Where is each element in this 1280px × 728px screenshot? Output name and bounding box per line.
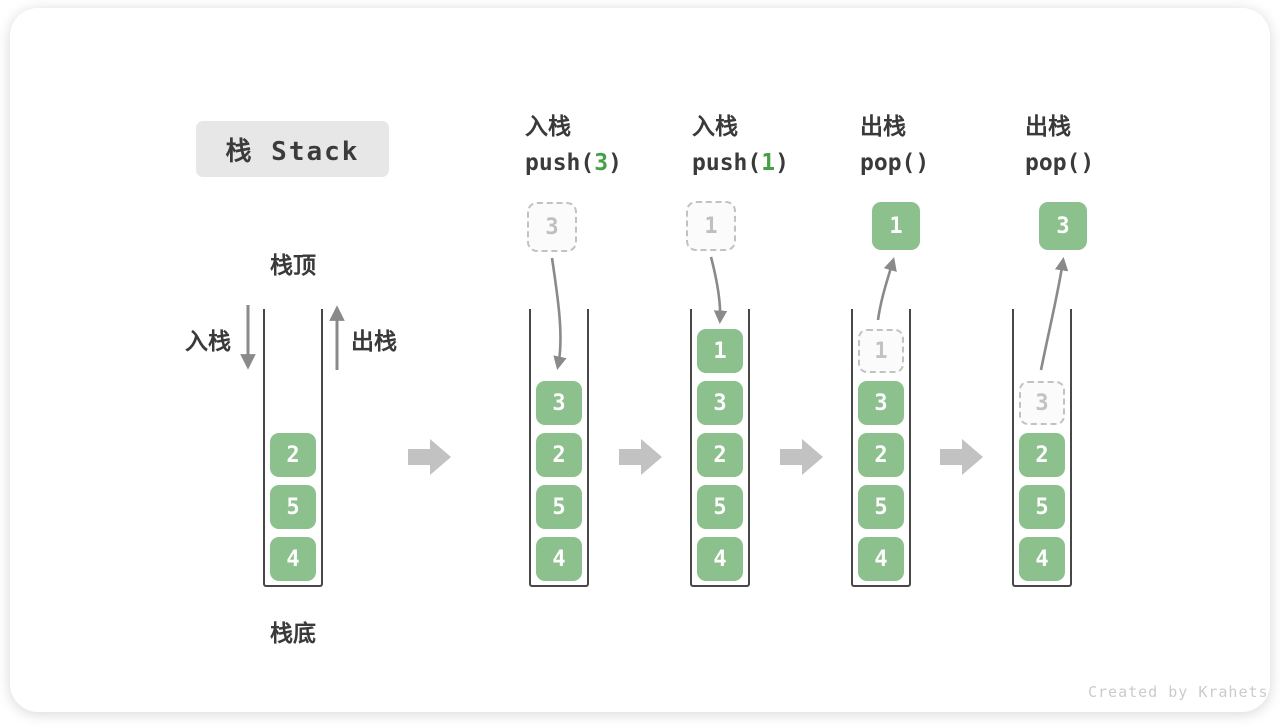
op-code-suffix: )	[608, 150, 622, 176]
step-arrow-icon	[408, 439, 451, 475]
stack-cell: 1	[697, 329, 743, 373]
op-code-suffix: )	[775, 150, 789, 176]
stack-after-pop-3: 3 2 5 4	[1012, 309, 1072, 587]
stack-cell-ghost: 3	[1019, 381, 1065, 425]
op-label: 出栈	[860, 114, 906, 140]
diagram-card: 栈 Stack 栈顶 栈底 入栈 出栈 入栈 push(3) 入栈 push(1…	[10, 8, 1270, 712]
op-code-arg: 3	[594, 150, 609, 176]
pop-side-label: 出栈	[351, 329, 397, 355]
step-arrow-icon	[940, 439, 983, 475]
stack-cell-ghost: 1	[858, 329, 904, 373]
op-label: 入栈	[525, 114, 571, 140]
stack-cell: 2	[697, 433, 743, 477]
op-code-arg: 1	[761, 150, 776, 176]
stack-cell: 2	[536, 433, 582, 477]
op-header-pop-1: 出栈 pop()	[860, 112, 1020, 178]
diagram-title: 栈 Stack	[196, 121, 389, 177]
stack-after-push-3: 3 2 5 4	[529, 309, 589, 587]
stack-initial: 2 5 4	[263, 309, 323, 587]
stack-cell: 2	[1019, 433, 1065, 477]
op-header-push-3: 入栈 push(3)	[525, 112, 685, 178]
stack-cell: 3	[858, 381, 904, 425]
op-header-pop-3: 出栈 pop()	[1025, 112, 1185, 178]
op-code: pop()	[1025, 148, 1185, 178]
op-label: 入栈	[692, 114, 738, 140]
op-label: 出栈	[1025, 114, 1071, 140]
op-header-push-1: 入栈 push(1)	[692, 112, 852, 178]
popped-value-box-3: 3	[1039, 202, 1087, 250]
credit-watermark: Created by Krahets	[1088, 683, 1269, 701]
op-code: push(1)	[692, 148, 852, 178]
stack-cell: 4	[697, 537, 743, 581]
push-value-box-3: 3	[527, 202, 577, 252]
stack-after-pop-1: 1 3 2 5 4	[851, 309, 911, 587]
stack-cell: 2	[270, 433, 316, 477]
stack-cell: 3	[697, 381, 743, 425]
stack-cell: 4	[1019, 537, 1065, 581]
stack-cell: 5	[270, 485, 316, 529]
popped-value-box-1: 1	[872, 202, 920, 250]
op-code: pop()	[860, 148, 1020, 178]
op-code: push(3)	[525, 148, 685, 178]
op-code-prefix: push(	[525, 150, 595, 176]
push-value-box-1: 1	[686, 201, 736, 251]
stack-cell: 5	[697, 485, 743, 529]
stack-cell: 2	[858, 433, 904, 477]
op-code-suffix: )	[915, 150, 930, 176]
step-arrow-icon	[780, 439, 823, 475]
stack-cell: 4	[858, 537, 904, 581]
op-code-prefix: push(	[692, 150, 762, 176]
step-arrow-icon	[619, 439, 662, 475]
stack-after-push-1: 1 3 2 5 4	[690, 309, 750, 587]
stack-cell: 5	[858, 485, 904, 529]
stack-cell: 4	[536, 537, 582, 581]
stack-cell: 4	[270, 537, 316, 581]
op-code-suffix: )	[1080, 150, 1095, 176]
push-side-label: 入栈	[185, 329, 231, 355]
stack-cell: 5	[1019, 485, 1065, 529]
op-code-prefix: pop(	[860, 150, 916, 176]
op-code-prefix: pop(	[1025, 150, 1081, 176]
stack-cell: 3	[536, 381, 582, 425]
stack-top-label: 栈顶	[270, 253, 316, 279]
stack-bottom-label: 栈底	[270, 621, 316, 647]
stack-cell: 5	[536, 485, 582, 529]
